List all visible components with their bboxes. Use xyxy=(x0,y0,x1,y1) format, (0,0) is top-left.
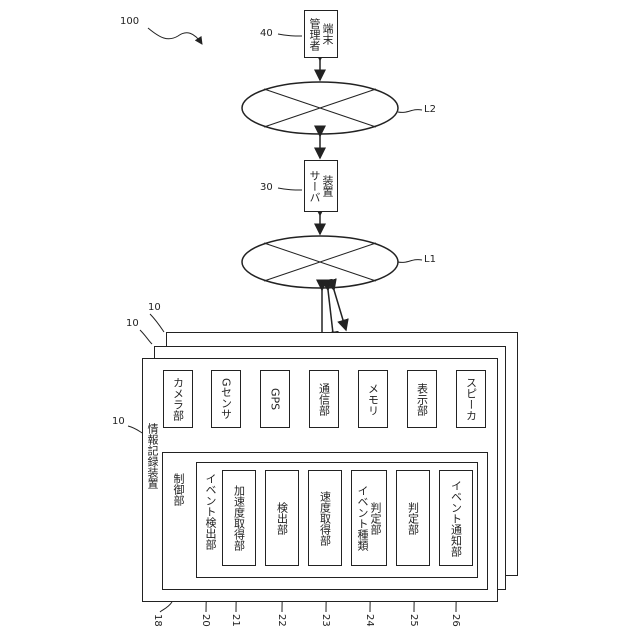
g-sensor-label: Gセンサ xyxy=(220,378,233,420)
ref-25: 25 xyxy=(408,614,419,627)
ref-21: 21 xyxy=(230,614,241,627)
event-type-judgment-line1: イベント種類 xyxy=(356,485,369,551)
server-line1: サーバ xyxy=(308,170,321,203)
admin-terminal-line2: 端末 xyxy=(321,23,334,45)
event-notification-box: イベント通知部 xyxy=(439,470,473,566)
ref-10-front: 10 xyxy=(112,416,125,427)
communication-label: 通信部 xyxy=(318,383,331,416)
ref-40: 40 xyxy=(260,28,273,39)
event-notification-label: イベント通知部 xyxy=(450,480,463,557)
ref-23: 23 xyxy=(320,614,331,627)
display-box: 表示部 xyxy=(407,370,437,428)
event-detector-label: イベント検出部 xyxy=(203,473,217,550)
speaker-box: スピーカ xyxy=(456,370,486,428)
ref-24: 24 xyxy=(364,614,375,627)
ref-10-back: 10 xyxy=(148,302,161,313)
ref-10-middle: 10 xyxy=(126,318,139,329)
gps-box: GPS xyxy=(260,370,290,428)
l2-leader xyxy=(398,110,422,113)
acceleration-acquisition-box: 加速度取得部 xyxy=(222,470,256,566)
ref-40-leader xyxy=(278,34,302,36)
admin-terminal-box: 管理者 端末 xyxy=(304,10,338,58)
ref-30: 30 xyxy=(260,182,273,193)
ref-l1: L1 xyxy=(424,254,436,265)
ref-100: 100 xyxy=(120,16,139,27)
ref-18: 18 xyxy=(152,614,163,627)
memory-label: メモリ xyxy=(367,383,380,416)
l1-leader xyxy=(398,260,422,263)
speed-acquisition-box: 速度取得部 xyxy=(308,470,342,566)
g-sensor-box: Gセンサ xyxy=(211,370,241,428)
acceleration-acquisition-label: 加速度取得部 xyxy=(233,485,246,551)
speaker-label: スピーカ xyxy=(465,377,478,421)
control-unit-label: 制御部 xyxy=(171,473,185,506)
camera-box: カメラ部 xyxy=(163,370,193,428)
ref-26: 26 xyxy=(450,614,461,627)
ref-l2: L2 xyxy=(424,104,436,115)
event-type-judgment-line2: 判定部 xyxy=(369,502,382,535)
memory-box: メモリ xyxy=(358,370,388,428)
camera-label: カメラ部 xyxy=(172,377,185,421)
gps-label: GPS xyxy=(269,388,282,410)
server-line2: 装置 xyxy=(321,175,334,197)
ref-20: 20 xyxy=(200,614,211,627)
admin-terminal-line1: 管理者 xyxy=(308,18,321,51)
event-type-judgment-box: イベント種類 判定部 xyxy=(351,470,387,566)
ref-30-leader xyxy=(278,188,302,190)
detection-label: 検出部 xyxy=(276,502,289,535)
judgment-box: 判定部 xyxy=(396,470,430,566)
ref-100-leader xyxy=(148,28,202,44)
network-l2 xyxy=(242,82,398,134)
detection-box: 検出部 xyxy=(265,470,299,566)
speed-acquisition-label: 速度取得部 xyxy=(319,491,332,546)
ref-22: 22 xyxy=(276,614,287,627)
judgment-label: 判定部 xyxy=(407,502,420,535)
network-l1 xyxy=(242,236,398,288)
server-box: サーバ 装置 xyxy=(304,160,338,212)
display-label: 表示部 xyxy=(416,383,429,416)
device-title: 情報記録装置 xyxy=(145,423,159,489)
communication-box: 通信部 xyxy=(309,370,339,428)
